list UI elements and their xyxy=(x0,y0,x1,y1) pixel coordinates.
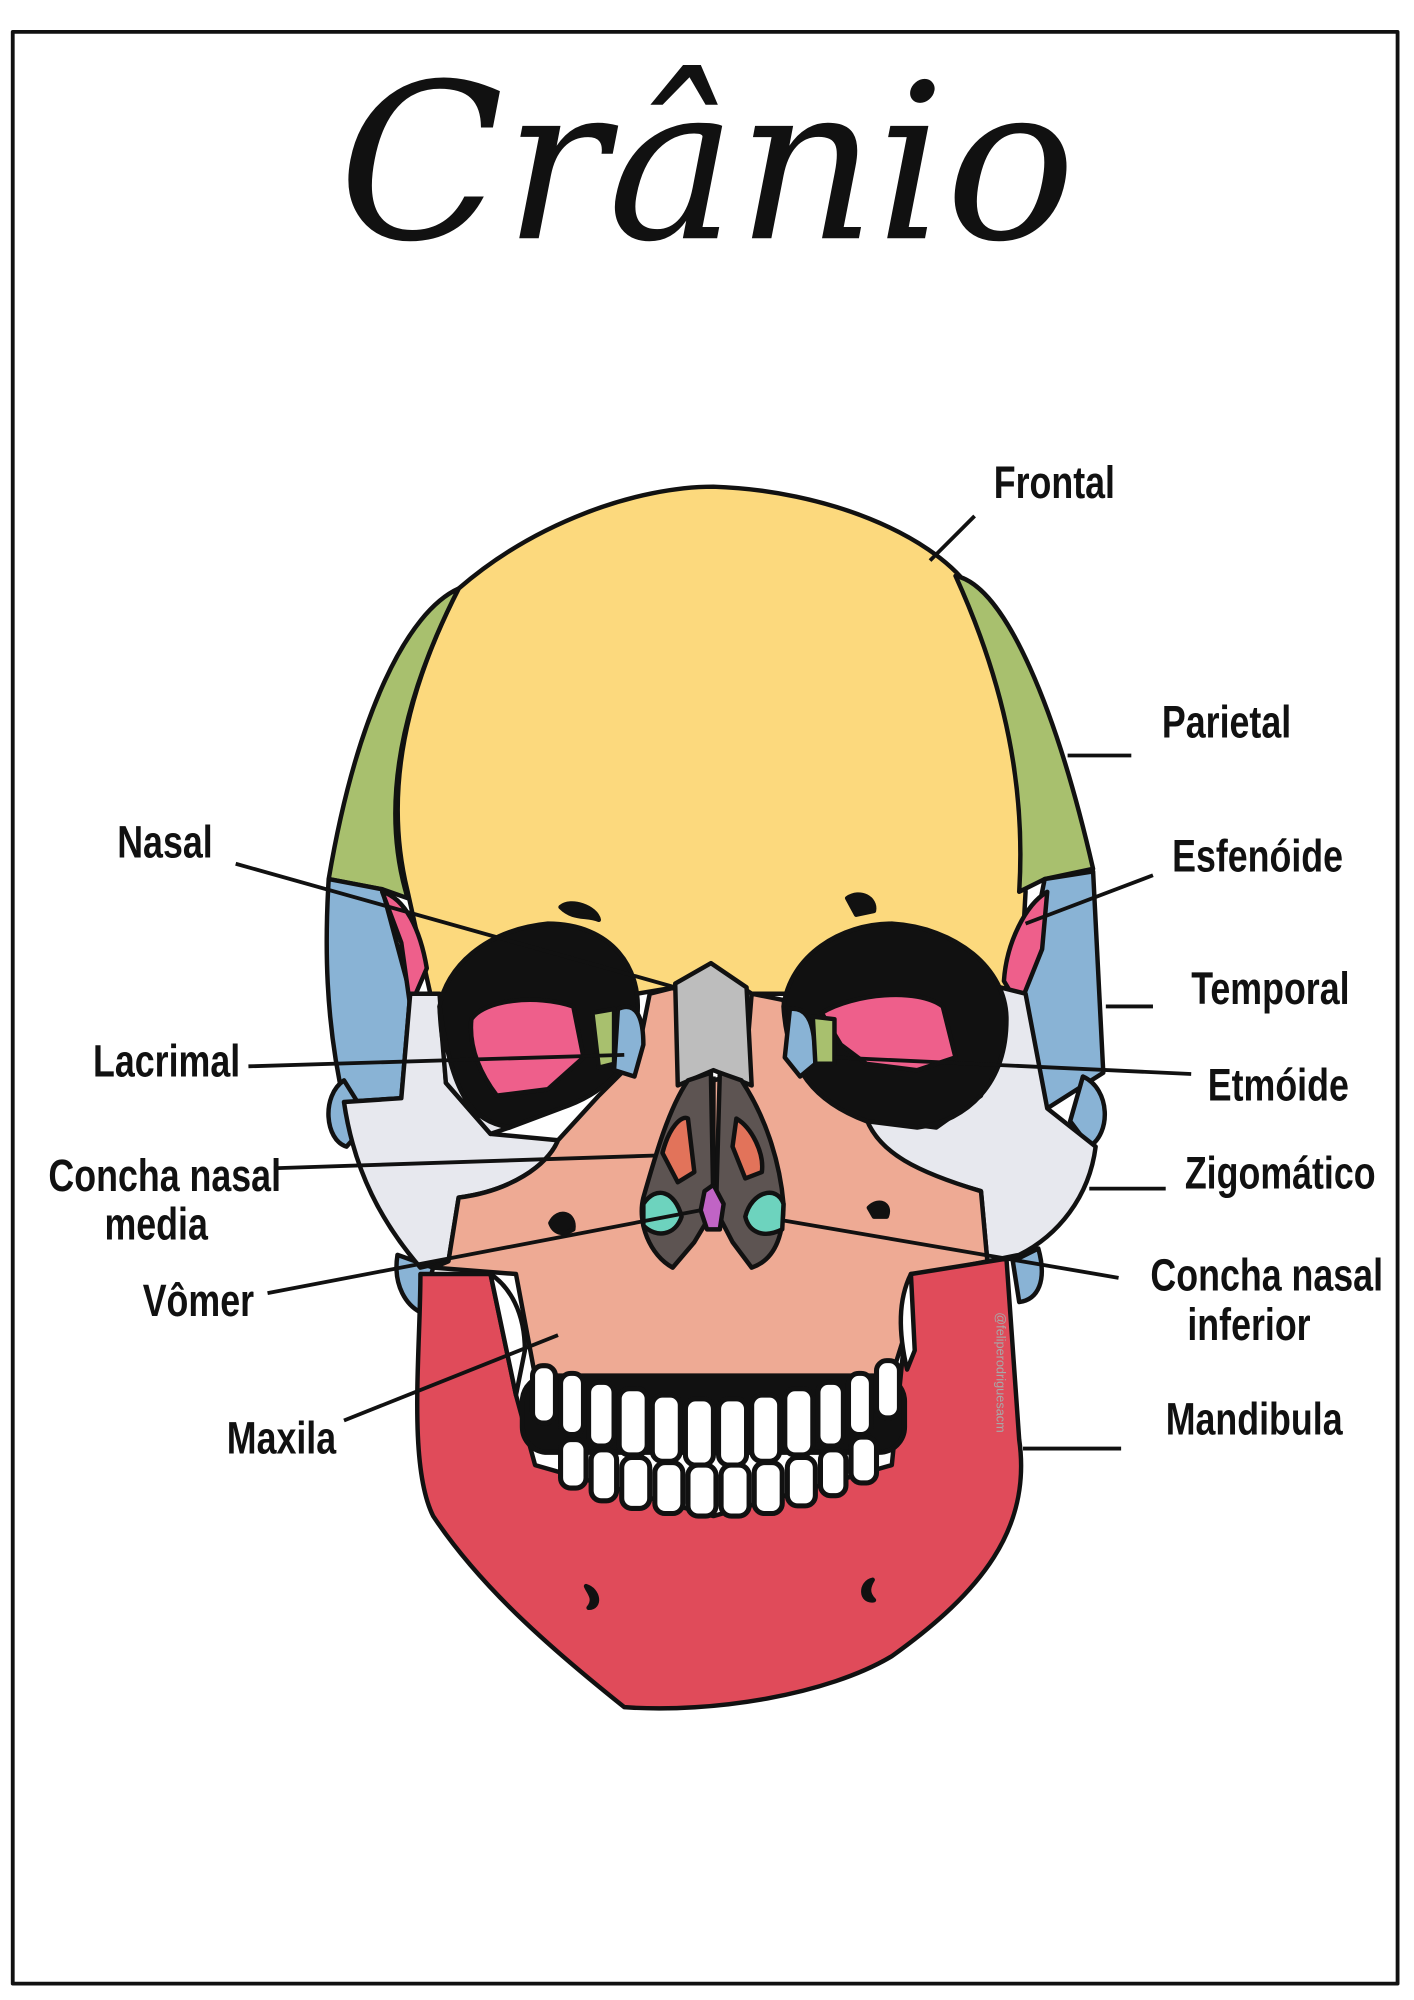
mental-foramen-right xyxy=(861,1577,877,1603)
middle-concha-left xyxy=(660,1115,697,1185)
leader-lines xyxy=(235,514,1192,1451)
infraorbital-foramen-left xyxy=(548,1211,576,1236)
label-esfenoide: Esfenóide xyxy=(1172,829,1344,882)
middle-concha-right xyxy=(730,1116,765,1181)
foramen-right xyxy=(844,892,877,917)
label-nasal: Nasal xyxy=(117,815,213,868)
mental-foramen-left xyxy=(583,1583,600,1611)
label-etmoide: Etmóide xyxy=(1207,1058,1349,1111)
label-concha-inferior-line1: Concha nasal xyxy=(1150,1248,1384,1301)
inferior-concha-left xyxy=(641,1190,684,1236)
label-concha-inferior-line2: inferior xyxy=(1187,1298,1311,1351)
sphenoid-left xyxy=(379,889,430,1009)
watermark: @feliperodriguesacm xyxy=(992,1312,1007,1433)
frontal-bone xyxy=(395,484,1028,1009)
teeth xyxy=(519,1358,908,1519)
page-border xyxy=(10,29,1400,1986)
zygomatic-rim-left xyxy=(437,1004,512,1137)
label-zigomatico: Zigomático xyxy=(1184,1146,1376,1199)
label-concha-media-line1: Concha nasal xyxy=(48,1149,282,1202)
lacrimal-left xyxy=(611,1004,646,1079)
foramen-left xyxy=(558,901,602,923)
nasal-bone xyxy=(672,960,754,1088)
label-temporal: Temporal xyxy=(1191,961,1350,1015)
mandible-gap-right xyxy=(898,1271,917,1372)
ethmoid-left xyxy=(590,1006,617,1070)
label-mandibula: Mandibula xyxy=(1165,1392,1343,1445)
label-concha-media-line2: media xyxy=(104,1197,208,1250)
page-title: Crânio xyxy=(338,38,1076,291)
ethmoid-right xyxy=(810,1014,837,1067)
inferior-concha-right xyxy=(743,1190,786,1236)
orbit-right-pink xyxy=(819,992,958,1073)
label-maxila: Maxila xyxy=(226,1411,337,1464)
infraorbital-foramen-right xyxy=(866,1200,891,1219)
label-frontal: Frontal xyxy=(993,456,1115,509)
label-lacrimal: Lacrimal xyxy=(93,1034,241,1087)
label-vomer: Vômer xyxy=(142,1274,255,1327)
label-parietal: Parietal xyxy=(1161,695,1292,748)
